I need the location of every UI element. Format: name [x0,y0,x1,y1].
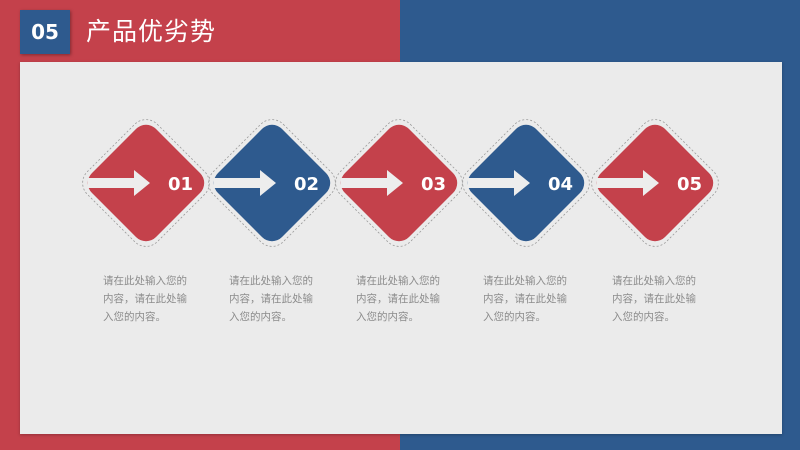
step-04: 04 [462,119,590,247]
step-dashed-outline [82,119,210,247]
step-description: 请在此处输入您的内容，请在此处输入您的内容。 [356,275,440,323]
step-number: 01 [168,174,193,195]
step-description: 请在此处输入您的内容，请在此处输入您的内容。 [229,275,313,323]
arrow-right-icon [597,170,659,196]
arrow-right-icon [341,170,403,196]
content-panel [20,62,782,434]
step-description: 请在此处输入您的内容，请在此处输入您的内容。 [103,275,187,323]
step-dashed-outline [462,119,590,247]
step-dashed-outline [208,119,336,247]
page-title: 产品优劣势 [86,17,217,46]
arrow-right-icon [214,170,276,196]
arrow-right-icon [88,170,150,196]
step-02: 02 [208,119,336,247]
step-dashed-outline [591,119,719,247]
step-description: 请在此处输入您的内容，请在此处输入您的内容。 [483,275,567,323]
step-description: 请在此处输入您的内容，请在此处输入您的内容。 [612,275,696,323]
step-number: 02 [294,174,319,195]
step-05: 05 [591,119,719,247]
step-number: 03 [421,174,446,195]
section-number-badge: 05 [20,10,70,54]
step-number: 05 [677,174,702,195]
arrow-right-icon [468,170,530,196]
step-dashed-outline [335,119,463,247]
step-03: 03 [335,119,463,247]
step-number: 04 [548,174,573,195]
section-number: 05 [31,20,59,44]
step-01: 01 [82,119,210,247]
